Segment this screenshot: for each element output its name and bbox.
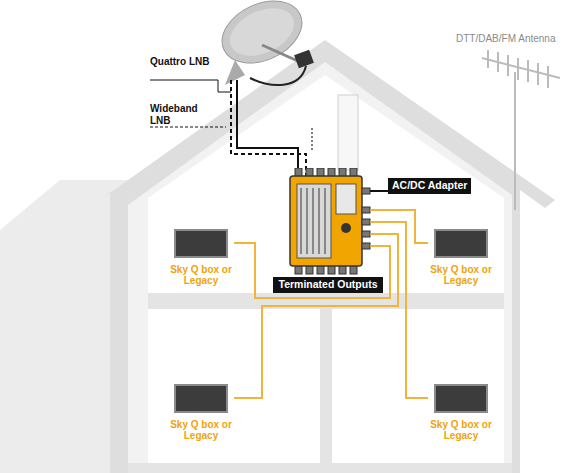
lnb-cable <box>250 66 306 85</box>
chimney <box>338 95 358 170</box>
callout-label: DTT/DAB/FM Antenna <box>456 33 556 45</box>
quattro-cable <box>237 80 298 176</box>
satellite-dish <box>212 0 312 75</box>
receiver-label: Sky Q box or Legacy <box>170 264 232 286</box>
multiswitch-case <box>290 176 362 266</box>
antenna-feed <box>311 128 313 150</box>
output-stub <box>370 245 383 247</box>
tv-screen <box>434 384 488 413</box>
tv-screen <box>174 384 228 413</box>
dish-inner <box>222 0 301 65</box>
box-label: Terminated Outputs <box>273 277 383 293</box>
receiver-label: Sky Q box or Legacy <box>430 419 492 441</box>
multiswitch-panel <box>297 184 331 258</box>
multiswitch-label-plate <box>336 184 356 214</box>
box-label: AC/DC Adapter <box>388 178 471 194</box>
logo <box>341 223 351 233</box>
output-port <box>362 188 370 194</box>
leader-line <box>150 127 226 128</box>
panel-rib <box>312 188 314 254</box>
output-stub <box>370 233 383 235</box>
output-stub <box>370 209 383 211</box>
lnb-arm <box>262 45 300 62</box>
output-stub <box>370 221 383 223</box>
receiver-tv: Sky Q box or Legacy <box>168 384 234 441</box>
antenna <box>482 50 560 210</box>
tv-screen <box>174 229 228 258</box>
coax-cable <box>383 222 428 398</box>
output-port <box>362 231 370 237</box>
output-port <box>362 219 370 225</box>
adapter-box: AC/DC Adapter <box>388 178 471 194</box>
wideband-cable <box>231 80 306 176</box>
tv-screen <box>434 229 488 258</box>
panel-rib <box>300 188 302 254</box>
panel-rib <box>318 188 320 254</box>
ground-floor <box>128 463 512 473</box>
attic <box>128 62 512 473</box>
receiver-tv: Sky Q box or Legacy <box>428 384 494 441</box>
callout-label: Wideband LNB <box>150 103 216 126</box>
receiver-label: Sky Q box or Legacy <box>170 419 232 441</box>
receiver-tv: Sky Q box or Legacy <box>168 229 234 286</box>
power-stub <box>370 190 383 192</box>
panel-rib <box>306 188 308 254</box>
callout-label: Quattro LNB <box>150 56 210 68</box>
receiver-tv: Sky Q box or Legacy <box>428 229 494 286</box>
multiswitch: Terminated Outputs <box>273 168 383 292</box>
lnb <box>294 50 314 69</box>
output-port <box>362 207 370 213</box>
inner-wall <box>320 309 332 473</box>
leader-line <box>150 80 231 92</box>
house-wall <box>100 40 555 473</box>
panel-rib <box>324 188 326 254</box>
output-port <box>362 243 370 249</box>
receiver-label: Sky Q box or Legacy <box>430 264 492 286</box>
multiswitch-illustration <box>273 168 383 276</box>
dish-mount <box>225 60 245 85</box>
